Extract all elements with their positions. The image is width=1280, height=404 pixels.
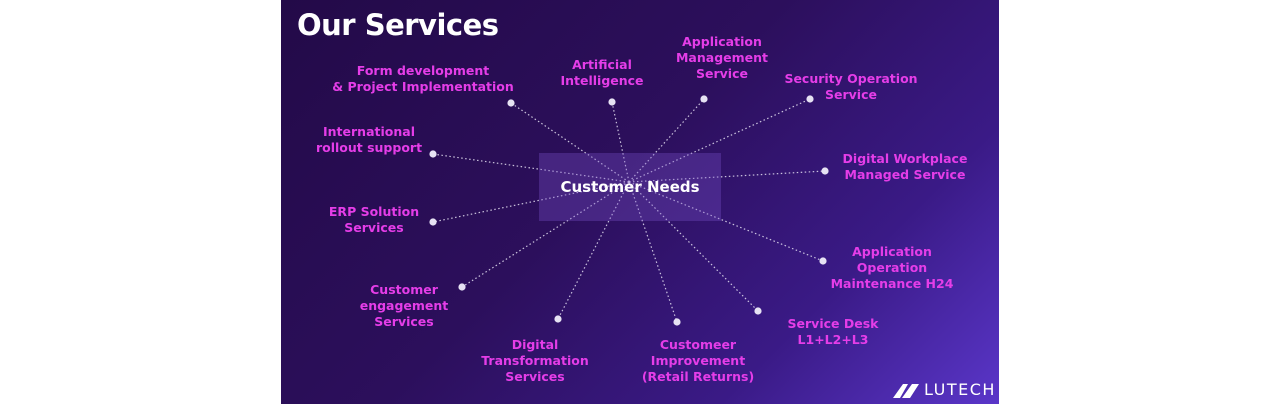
connector-customer-improvement [628,181,678,323]
service-label-artificial-intelligence: Artificial Intelligence [560,57,644,88]
connector-digital-workplace [628,170,826,183]
slide-title: Our Services [297,8,499,42]
service-label-digital-workplace: Digital Workplace Managed Service [842,151,968,182]
node-dot-international-rollout [429,150,437,158]
services-slide: Our Services Customer Needs Form develop… [281,0,999,404]
connector-service-desk [628,181,759,312]
node-dot-application-management [700,95,708,103]
lutech-logo: LUTECH [893,380,996,399]
lutech-logo-icon [893,383,919,398]
node-dot-erp-solution [429,218,437,226]
node-dot-artificial-intelligence [608,98,616,106]
connector-customer-engagement [461,181,630,288]
connector-security-operation [628,98,811,183]
customer-needs-box: Customer Needs [539,153,721,221]
connector-application-operation [628,181,824,262]
node-dot-customer-improvement [673,318,681,326]
service-label-international-rollout: International rollout support [315,124,423,155]
customer-needs-label: Customer Needs [560,178,700,196]
service-label-security-operation: Security Operation Service [784,71,918,102]
connector-international-rollout [432,153,630,183]
node-dot-application-operation [819,257,827,265]
connector-artificial-intelligence [611,101,630,183]
lutech-logo-text: LUTECH [924,380,996,399]
node-dot-digital-workplace [821,167,829,175]
connector-application-management [628,98,705,183]
node-dot-customer-engagement [458,283,466,291]
connector-lines [429,95,829,326]
service-label-application-management: Application Management Service [675,34,769,81]
service-label-erp-solution: ERP Solution Services [328,204,420,235]
node-dot-service-desk [754,307,762,315]
service-label-form-development: Form development & Project Implementatio… [332,63,514,94]
node-dot-form-development [507,99,515,107]
connector-erp-solution [432,181,630,223]
node-dot-security-operation [806,95,814,103]
service-label-customer-engagement: Customer engagement Services [359,282,449,329]
service-label-digital-transformation: Digital Transformation Services [481,337,589,384]
service-label-service-desk: Service Desk L1+L2+L3 [787,316,879,347]
service-label-application-operation: Application Operation Maintenance H24 [830,244,954,291]
node-dot-digital-transformation [554,315,562,323]
connector-digital-transformation [557,181,630,320]
service-label-customer-improvement: Customeer Improvement (Retail Returns) [641,337,755,384]
